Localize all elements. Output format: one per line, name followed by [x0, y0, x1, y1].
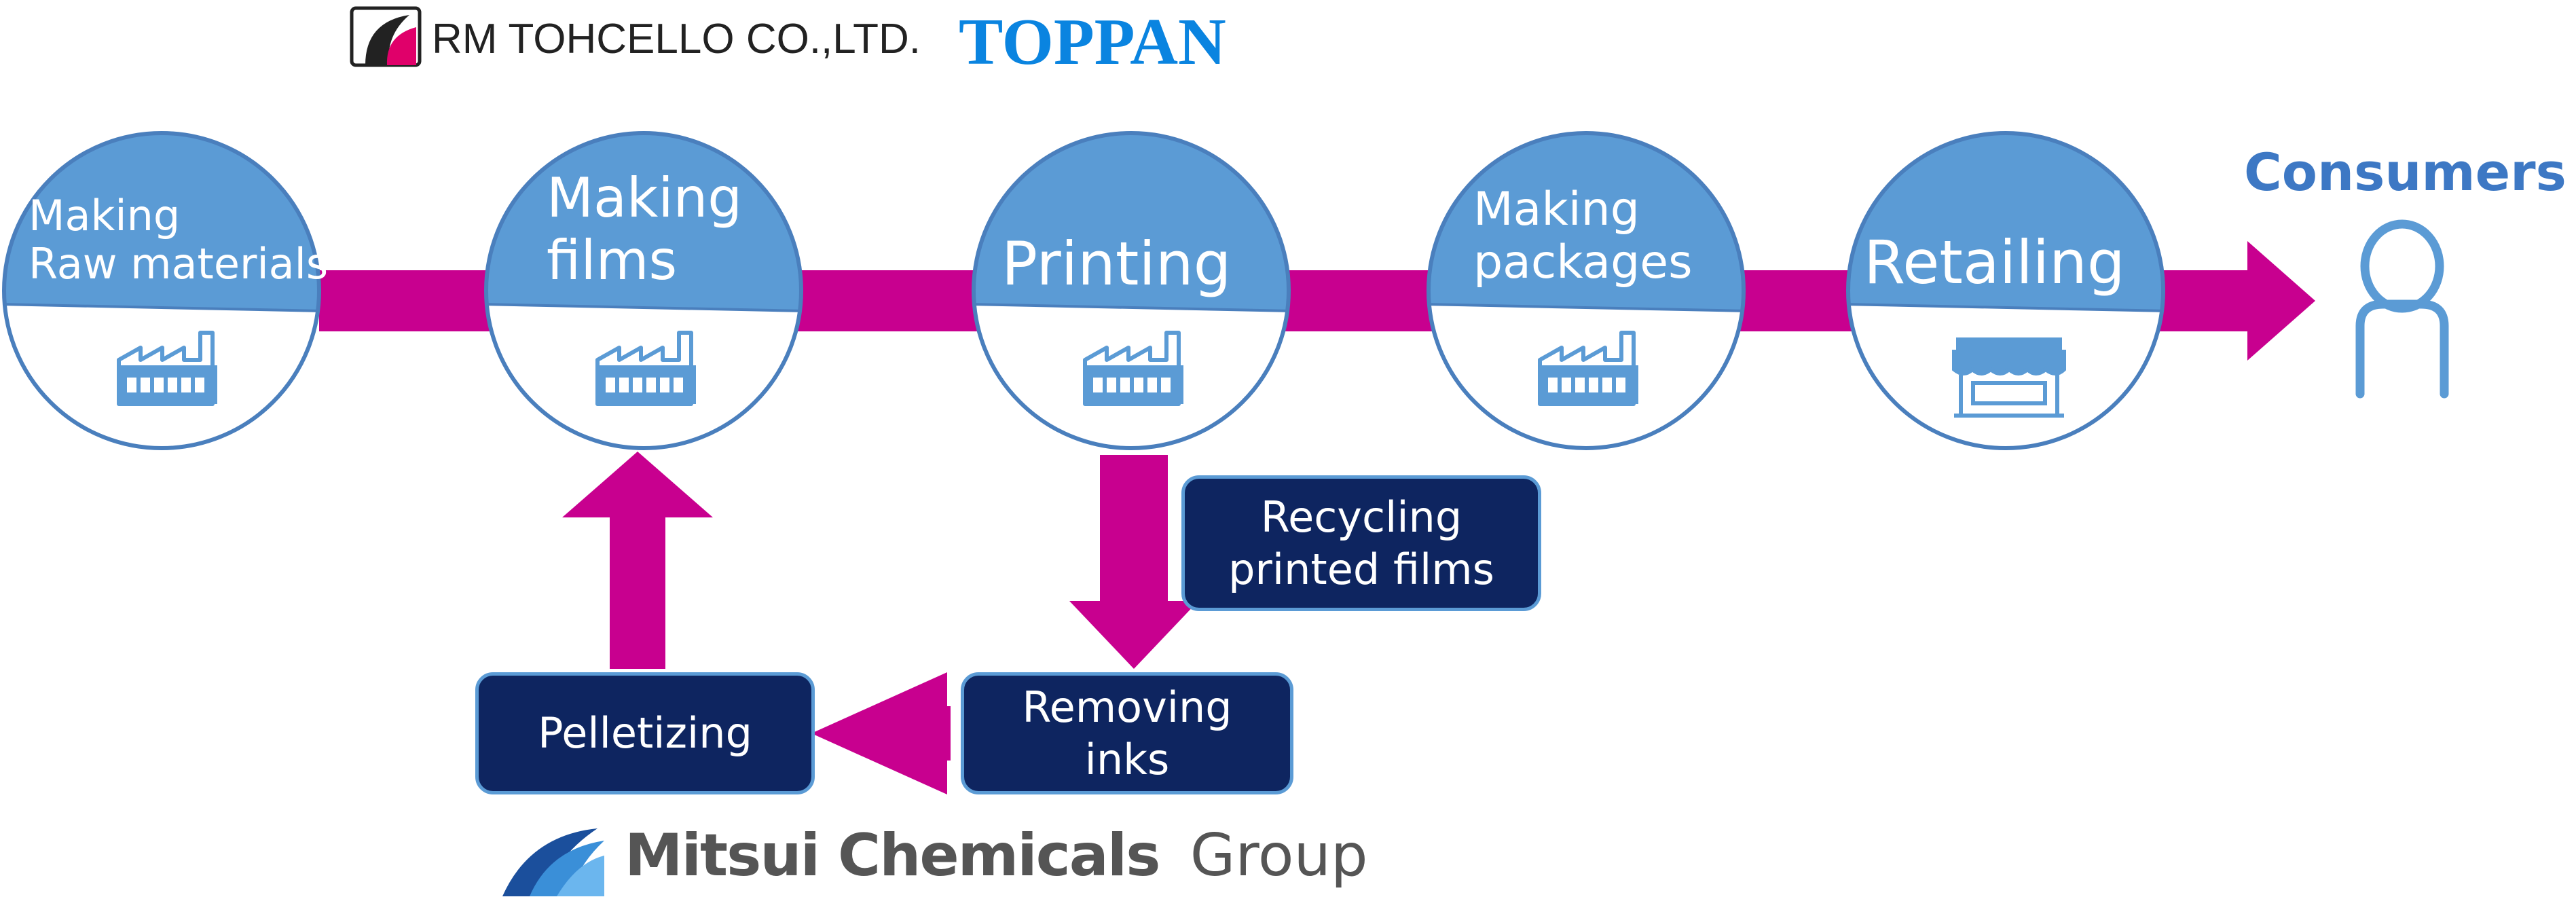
recycling-printed-films-box: Recycling printed films	[1181, 475, 1541, 611]
toppan-wordmark: TOPPAN	[959, 5, 1226, 79]
person-icon	[2355, 219, 2449, 399]
arrow-up-to-making-films	[562, 452, 713, 669]
storefront-icon	[1952, 337, 2066, 418]
flow-band-1	[319, 270, 502, 331]
arrow-left-to-pelletizing	[811, 672, 951, 794]
removing-inks-box: Removing inks	[961, 672, 1293, 794]
arrow-down-from-printing	[1069, 455, 1198, 669]
stage-circle-retailing	[1846, 131, 2165, 450]
stage-circle-printing	[972, 131, 1291, 450]
consumers-label: Consumers	[2244, 142, 2566, 202]
pelletizing-box: Pelletizing	[475, 672, 815, 794]
stage-label-printing: Printing	[1001, 229, 1232, 299]
stage-circle-raw-materials	[2, 131, 321, 450]
mitsui-wordmark: Mitsui Chemicals Group	[625, 822, 1368, 890]
stage-label-raw-materials: Making Raw materials	[29, 191, 329, 289]
stage-label-retailing: Retailing	[1864, 227, 2125, 297]
mitsui-brand: Mitsui Chemicals	[625, 822, 1160, 890]
stage-circle-packages	[1427, 131, 1746, 450]
rm-tohcello-wordmark: RM TOHCELLO CO.,LTD.	[432, 16, 921, 62]
rm-tohcello-logo-mark	[350, 6, 422, 67]
stage-label-films: Making films	[547, 166, 743, 292]
stage-label-packages: Making packages	[1473, 183, 1693, 290]
flow-arrow-to-consumers	[2152, 241, 2315, 361]
flow-band-4	[1738, 270, 1854, 331]
flow-band-2	[794, 270, 978, 331]
mitsui-logo-mark	[502, 828, 604, 896]
main-flow-arrows	[319, 241, 2315, 361]
stage-circle-films	[484, 131, 803, 450]
mitsui-suffix: Group	[1190, 822, 1368, 890]
recycling-arrows	[562, 452, 1198, 794]
